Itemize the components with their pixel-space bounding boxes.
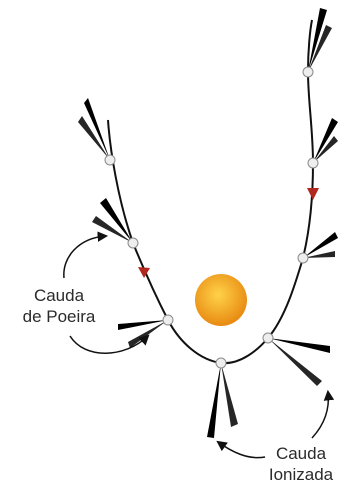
pointer-arrow-icon [312,392,328,438]
dust-tail [92,216,133,243]
dust-tail [221,363,238,427]
ion-tail-label: Cauda Ionizada [258,443,344,485]
ion-tail-label-line2: Ionizada [258,464,344,485]
comet-nucleus-icon [128,238,138,248]
comet-nucleus-icon [308,158,318,168]
dust-tail-label-line1: Cauda [3,285,115,306]
comet-nucleus-icon [303,67,313,77]
comet-nucleus-icon [163,315,173,325]
ion-tail [207,363,221,438]
ion-tail-label-line1: Cauda [258,443,344,464]
comet-nucleus-icon [216,358,226,368]
sun-icon [195,274,247,326]
comet-tails [78,8,338,438]
comet-nucleus-icon [263,333,273,343]
direction-arrow-icon [307,188,319,200]
comet-nucleus-icon [105,155,115,165]
pointer-arrow-icon [64,236,106,278]
comet-nucleus-icon [298,253,308,263]
dust-tail-label: Cauda de Poeira [3,285,115,327]
dust-tail-label-line2: de Poeira [3,306,115,327]
